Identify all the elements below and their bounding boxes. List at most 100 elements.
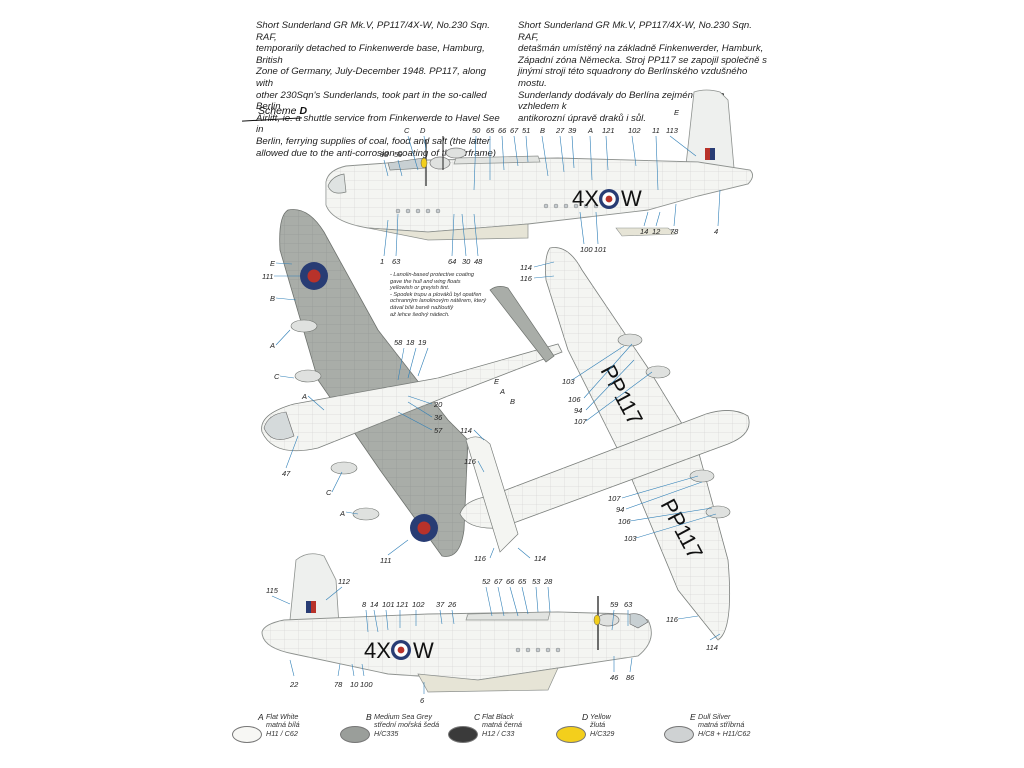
- caption-en-line: other 230Sqn's Sunderlands, took part in…: [256, 89, 487, 113]
- color-blob: [340, 726, 370, 743]
- aircraft-drawings: 4X W: [261, 89, 753, 705]
- callout-label: 78: [334, 680, 343, 689]
- callout-label: E: [674, 108, 680, 117]
- caption-czech: Short Sunderland GR Mk.V, PP117/4X-W, No…: [518, 20, 768, 124]
- callout-label: 58: [394, 338, 403, 347]
- bottom-hull-panels: [262, 612, 652, 680]
- callout-label: 106: [618, 517, 631, 526]
- legend-swatch-d: D Yellow žlutá H/C329: [552, 706, 660, 766]
- callout-label: D: [420, 126, 426, 135]
- callout-label: 67: [494, 577, 503, 586]
- callout-label: 65: [518, 577, 527, 586]
- callout-label: A: [587, 126, 593, 135]
- spinner-1: [420, 157, 428, 169]
- legend-line: Flat White: [266, 712, 299, 721]
- callout-label: A: [301, 392, 307, 401]
- legend-letter: B: [366, 712, 372, 722]
- right-margin: [796, 0, 1024, 768]
- callout-label: 63: [624, 600, 633, 609]
- color-blob: [664, 726, 694, 743]
- callout-label: 39: [568, 126, 577, 135]
- callout-label: 63: [392, 257, 401, 266]
- hull-step: [367, 223, 529, 241]
- callout-label: 101: [594, 245, 607, 254]
- caption-cz-line: detašmán umístěný na základně Finkenwerd…: [518, 43, 764, 55]
- legend-line: žlutá: [590, 720, 606, 730]
- callout-label: 6: [420, 696, 425, 705]
- legend-line: H11 / C62: [266, 728, 298, 738]
- callout-label: 14: [640, 227, 648, 236]
- note-line: gave the hull and wing floats: [390, 278, 461, 285]
- legend-name: Dull Silver matná stříbrná H/C8 + H11/C6…: [698, 712, 770, 738]
- caption-cz-line: antikorozní úpravě draků i sůl.: [518, 112, 646, 124]
- callout-label: 106: [568, 395, 581, 404]
- callout-label: 19: [418, 338, 427, 347]
- callout-label: 53: [532, 577, 541, 586]
- bottom-squadron-code: 4X: [364, 638, 391, 663]
- underside-hull-panels: [460, 410, 750, 529]
- hull-panels: [326, 158, 753, 232]
- callout-label: B: [510, 397, 515, 406]
- callout-label: 121: [602, 126, 615, 135]
- caption-cz-line: Sunderlandy dodávaly do Berlína zejména …: [518, 89, 725, 113]
- callout-label: 102: [412, 600, 425, 609]
- callout-label: 86: [626, 673, 635, 682]
- color-blob: [556, 726, 586, 743]
- legend-line: Dull Silver: [698, 712, 731, 721]
- color-legend: A Flat White matná bílá H11 / C62 B Medi…: [228, 706, 796, 766]
- lanolin-note: - Lanolin-based protective coating gave …: [390, 272, 498, 318]
- callout-label: 37: [436, 600, 445, 609]
- caption-en-line: temporarily detached to Finkenwerde base…: [256, 43, 485, 66]
- scheme-prefix: Scheme: [258, 105, 297, 117]
- legend-name: Medium Sea Grey střední mořská šedá H/C3…: [374, 712, 446, 738]
- callout-label: 115: [266, 586, 279, 595]
- legend-name: Yellow žlutá H/C329: [590, 712, 662, 738]
- callout-label: 12: [652, 227, 661, 236]
- callout-label: 8: [362, 600, 367, 609]
- callout-label: 51: [522, 126, 530, 135]
- callout-label: 48: [474, 257, 483, 266]
- callout-label: 112: [338, 577, 351, 586]
- callout-label: 67: [510, 126, 519, 135]
- wing-root: [453, 155, 541, 165]
- legend-swatch-c: C Flat Black matná černá H12 / C33: [444, 706, 552, 766]
- callout-label: 1: [380, 257, 384, 266]
- bottom-roundel-centre: [397, 646, 405, 654]
- legend-line: matná černá: [482, 720, 522, 730]
- tail-fin: [685, 89, 735, 169]
- legend-line: H/C335: [374, 728, 399, 738]
- callout-label: 18: [406, 338, 415, 347]
- roundel-centre: [605, 195, 613, 203]
- scheme-label: Scheme D: [258, 105, 307, 117]
- upper-cockpit: [263, 411, 295, 440]
- callout-label: C: [274, 372, 280, 381]
- callout-label: 59: [394, 150, 403, 159]
- legend-letter: E: [690, 712, 696, 722]
- legend-line: H/C329: [590, 728, 615, 738]
- bottom-fin-flash-red: [311, 601, 316, 613]
- callout-label: 121: [396, 600, 409, 609]
- wing-roundel-centre-2: [417, 521, 431, 535]
- caption-en-line: allowed due to the anti-corrosion coatin…: [256, 147, 496, 159]
- caption-cz-line: Západní zóna Německa. Stroj PP117 se zap…: [518, 54, 767, 66]
- callout-label: 66: [506, 577, 515, 586]
- note-line: dával bílé barvě nažloutlý: [390, 304, 454, 311]
- callout-label: A: [269, 341, 275, 350]
- callout-label: 107: [574, 417, 587, 426]
- callout-label: 30: [462, 257, 471, 266]
- legend-name: Flat White matná bílá H11 / C62: [266, 712, 338, 738]
- callout-label: 66: [498, 126, 507, 135]
- callout-leaders: [271, 135, 721, 694]
- bottom-fin-flash-blue: [306, 601, 311, 613]
- porthole-row: [395, 203, 599, 214]
- callout-label: 98: [380, 150, 389, 159]
- callout-label: 52: [482, 577, 491, 586]
- legend-letter: D: [582, 712, 589, 722]
- color-blob: [448, 726, 478, 743]
- callout-label: 50: [472, 126, 481, 135]
- callout-label: 47: [282, 469, 291, 478]
- legend-letter: C: [474, 712, 481, 722]
- callout-label: 100: [360, 680, 373, 689]
- callout-label: C: [326, 488, 332, 497]
- callout-label: 113: [666, 126, 679, 135]
